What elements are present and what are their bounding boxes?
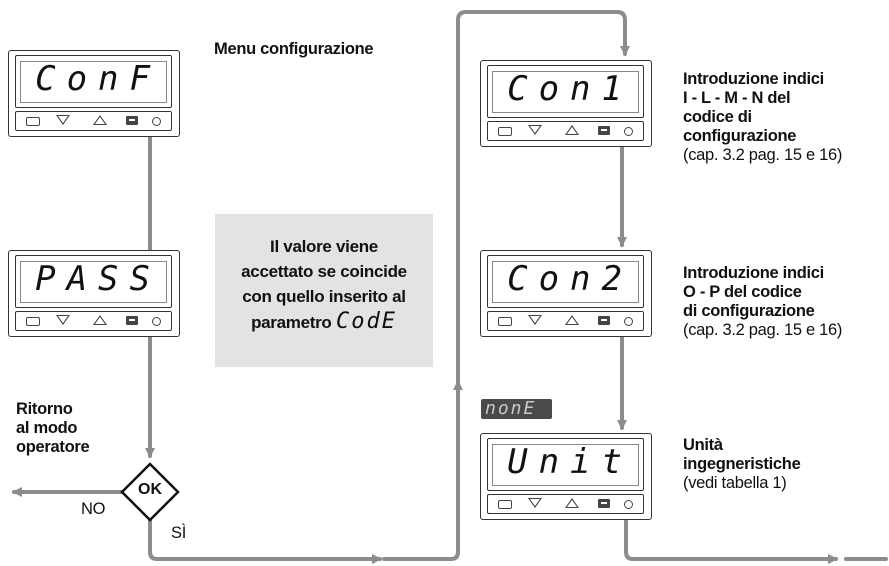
dot-key-icon [624,500,633,509]
note-line-2: accettato se coincide [241,262,407,281]
enter-key-icon [126,316,138,325]
con1-description: Introduzione indici I - L - M - N del co… [683,70,888,165]
display-screen: Con2 [487,255,644,308]
display-screen: Con1 [487,65,644,118]
keypad [487,311,644,331]
keypad [487,121,644,141]
rect-key-icon [498,127,512,136]
note-line-3: con quello inserito al [242,287,406,306]
note-line-4: parametro CodE [215,309,433,335]
down-key-icon [528,315,542,325]
display-value: PASS [35,259,161,299]
return-line-3: operatore [16,438,90,456]
down-key-icon [56,315,70,325]
rect-key-icon [26,117,40,126]
device-pass: PASS [8,250,180,337]
up-key-icon [565,498,579,508]
down-key-icon [56,115,70,125]
up-key-icon [93,315,107,325]
return-line-2: al modo [16,419,78,437]
keypad [15,111,172,131]
rect-key-icon [26,317,40,326]
return-description: Ritorno al modo operatore [16,400,90,457]
con2-description: Introduzione indici O - P del codice di … [683,264,888,340]
wire-yes [148,518,382,564]
note-box: Il valore viene accettato se coincide co… [215,214,433,367]
unit-reference: (vedi tabella 1) [683,474,787,492]
con2-line-3: di configurazione [683,302,815,320]
note-text: Il valore viene accettato se coincide co… [215,234,433,335]
up-key-icon [93,115,107,125]
none-badge-text: nonE [485,398,537,419]
display-screen: Unit [487,438,644,491]
wire-up-top [456,10,630,384]
note-code-value: CodE [335,309,397,334]
note-line-4-prefix: parametro [251,313,332,332]
keypad [15,311,172,331]
display-screen: ConF [15,55,172,108]
rect-key-icon [498,500,512,509]
display-value: Con1 [507,69,633,109]
unit-line-1: Unità [683,436,723,454]
down-key-icon [528,125,542,135]
device-con2: Con2 [480,250,652,337]
enter-key-icon [598,316,610,325]
rect-key-icon [498,317,512,326]
decision-diamond [120,462,180,522]
con2-line-1: Introduzione indici [683,264,824,282]
up-key-icon [565,125,579,135]
none-badge: nonE [481,398,552,419]
unit-line-2: ingegneristiche [683,455,801,473]
dot-key-icon [624,317,633,326]
con2-reference: (cap. 3.2 pag. 15 e 16) [683,321,843,339]
up-key-icon [565,315,579,325]
device-conf: ConF [8,50,180,137]
dot-key-icon [152,117,161,126]
down-key-icon [528,498,542,508]
return-line-1: Ritorno [16,400,73,418]
menu-title: Menu configurazione [214,40,374,58]
unit-description: Unità ingegneristiche (vedi tabella 1) [683,436,888,493]
con2-line-2: O - P del codice [683,283,802,301]
device-unit: Unit [480,433,652,520]
con1-reference: (cap. 3.2 pag. 15 e 16) [683,146,843,164]
con1-line-4: configurazione [683,127,797,145]
wire-up-left [382,380,463,561]
display-value: ConF [35,59,161,99]
display-screen: PASS [15,255,172,308]
con1-line-1: Introduzione indici [683,70,824,88]
decision-label: OK [138,481,162,498]
dot-key-icon [152,317,161,326]
enter-key-icon [126,116,138,125]
device-con1: Con1 [480,60,652,147]
enter-key-icon [598,126,610,135]
con1-line-2: I - L - M - N del [683,89,791,107]
display-value: Con2 [507,259,633,299]
decision-yes: SÌ [171,524,186,542]
note-line-1: Il valore viene [270,237,378,256]
decision-no: NO [81,500,106,518]
wire-unit-out [624,505,838,564]
dot-key-icon [624,127,633,136]
display-value: Unit [507,442,633,482]
con1-line-3: codice di [683,108,752,126]
enter-key-icon [598,499,610,508]
keypad [487,494,644,514]
